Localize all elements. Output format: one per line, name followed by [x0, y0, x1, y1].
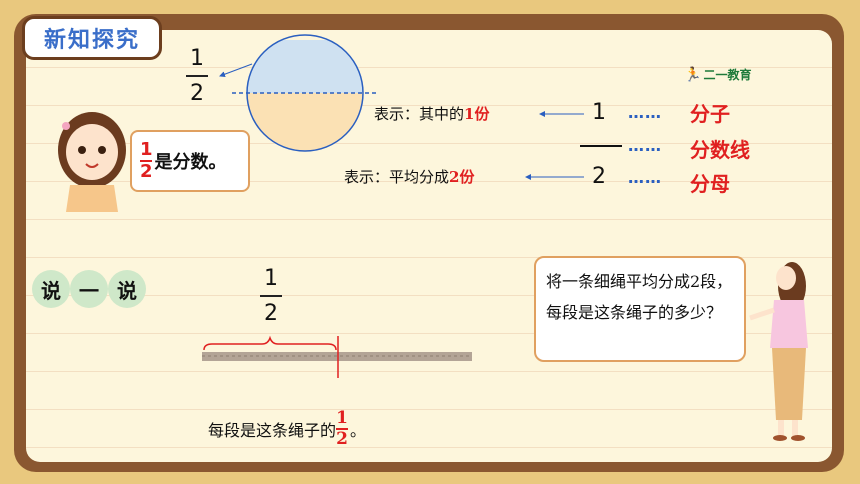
- answer-fraction-bar: [336, 428, 349, 430]
- girl-speech-bubble: 1 2 是分数。: [130, 130, 250, 192]
- rope-fraction-bar: [260, 295, 282, 297]
- rope-fraction: 1 2: [260, 266, 282, 326]
- denominator-explanation: 表示：平均分成2份: [344, 166, 474, 187]
- top-fraction: 1 2: [186, 46, 208, 106]
- logo-text: 二一教育: [703, 68, 752, 82]
- numerator-value: 1: [592, 100, 606, 125]
- say-char-2: 一: [70, 270, 108, 308]
- bubble-fraction-bar: [140, 160, 153, 162]
- paper-background: [26, 30, 832, 462]
- answer-prefix: 每段是这条绳子的: [208, 421, 337, 440]
- circle-bottom-half: [247, 93, 363, 151]
- circle-pointer-arrow: [219, 63, 253, 78]
- section-title: 新知探究: [22, 16, 162, 60]
- denominator-explanation-highlight: 2份: [449, 168, 475, 186]
- top-fraction-numerator: 1: [190, 46, 204, 71]
- term-numerator: 分子: [690, 102, 730, 126]
- term-fraction-line: 分数线: [690, 138, 750, 162]
- numerator-explanation-prefix: 表示：其中的: [374, 105, 465, 123]
- numerator-dots: ……: [628, 103, 662, 122]
- answer-fraction-numerator: 1: [336, 408, 348, 428]
- rope-fraction-numerator: 1: [264, 266, 278, 291]
- teacher-speech-bubble: 将一条细绳平均分成2段，每段是这条绳子的多少？: [534, 256, 746, 362]
- denominator-value: 2: [592, 164, 606, 189]
- denominator-explanation-prefix: 表示：平均分成: [344, 168, 450, 186]
- top-fraction-bar: [186, 75, 208, 77]
- girl-illustration: [58, 112, 126, 212]
- top-fraction-denominator: 2: [190, 81, 204, 106]
- numerator-explanation: 表示：其中的1份: [374, 103, 489, 124]
- bubble-fraction: 1 2: [140, 141, 153, 181]
- answer-suffix: 。: [350, 421, 367, 440]
- rope-fraction-denominator: 2: [264, 301, 278, 326]
- teacher-illustration: [749, 262, 808, 441]
- bubble-fraction-denominator: 2: [140, 161, 153, 182]
- runner-icon: 🏃: [684, 66, 702, 83]
- term-denominator: 分母: [690, 172, 730, 196]
- bubble-text: 是分数。: [154, 152, 227, 173]
- circle-top-half: [247, 40, 363, 93]
- numerator-explanation-highlight: 1份: [464, 105, 490, 123]
- denominator-dots: ……: [628, 168, 662, 187]
- answer-fraction-denominator: 2: [336, 429, 348, 449]
- bubble-fraction-numerator: 1: [140, 139, 153, 160]
- answer-fraction: 1 2: [336, 408, 349, 449]
- rope-brace: [203, 335, 337, 351]
- say-char-3: 说: [108, 270, 146, 308]
- line-dots: ……: [628, 136, 662, 155]
- answer-sentence: 每段是这条绳子的 1 2 。: [208, 410, 366, 448]
- brand-logo: 🏃 二一教育: [684, 66, 751, 83]
- say-char-1: 说: [32, 270, 70, 308]
